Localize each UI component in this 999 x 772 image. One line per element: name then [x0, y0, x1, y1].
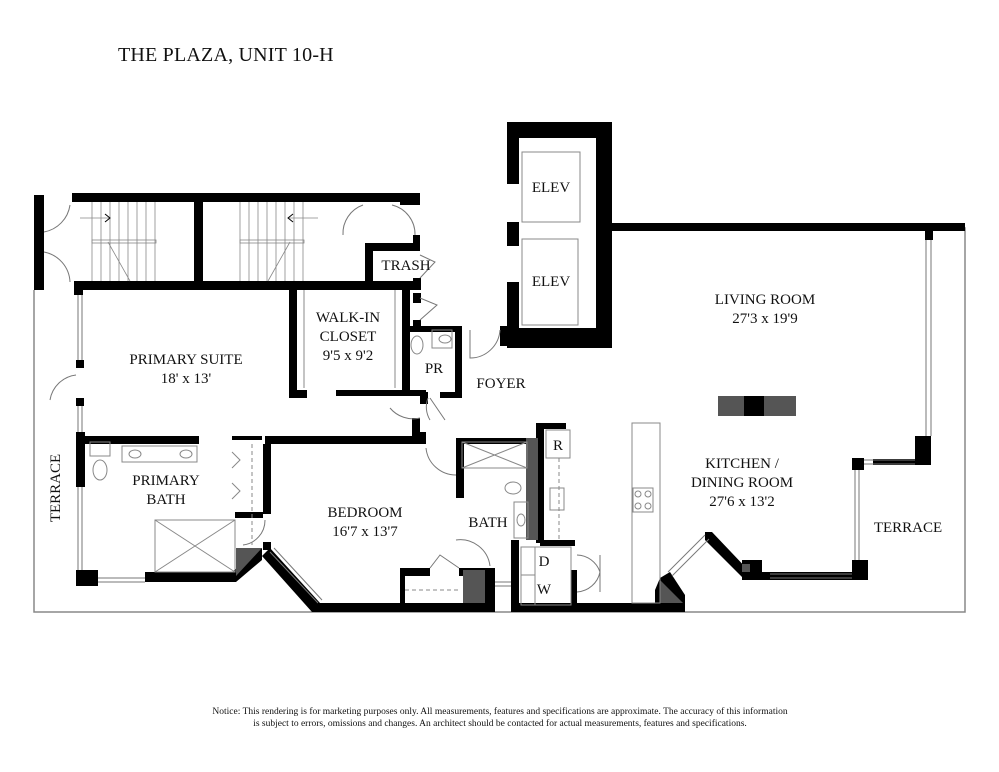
label-elevator-1: ELEV [532, 180, 570, 196]
label-primary-bath-2: BATH [146, 492, 185, 508]
doors [43, 204, 601, 593]
label-walk-in-closet-1: WALK-IN [316, 310, 380, 326]
label-washer: W [537, 582, 552, 598]
label-elevator-2: ELEV [532, 274, 570, 290]
label-refrigerator: R [553, 438, 563, 454]
label-foyer: FOYER [476, 376, 525, 392]
label-terrace-west: TERRACE [48, 454, 64, 522]
label-powder-room: PR [425, 361, 443, 377]
plan-title: THE PLAZA, UNIT 10-H [118, 44, 334, 66]
label-walk-in-closet-2: CLOSET [320, 329, 377, 345]
notice-line-2: is subject to errors, omissions and chan… [253, 719, 747, 729]
stair-arrows [104, 213, 294, 223]
label-bath: BATH [468, 515, 507, 531]
label-living-room: LIVING ROOM [715, 292, 815, 308]
label-dryer: D [539, 554, 550, 570]
label-kitchen-1: KITCHEN / [705, 456, 780, 472]
label-living-room-dims: 27'3 x 19'9 [732, 311, 797, 327]
disclaimer-notice: Notice: This rendering is for marketing … [150, 706, 850, 730]
label-primary-bath-1: PRIMARY [132, 473, 200, 489]
label-bedroom: BEDROOM [327, 505, 402, 521]
label-primary-suite-dims: 18' x 13' [161, 371, 212, 387]
fixtures [89, 151, 661, 606]
columns [236, 438, 750, 603]
windows [77, 240, 932, 604]
label-trash: TRASH [381, 258, 430, 274]
exterior-walls [34, 122, 965, 612]
label-walk-in-closet-dims: 9'5 x 9'2 [323, 348, 373, 364]
label-bedroom-dims: 16'7 x 13'7 [332, 524, 398, 540]
label-kitchen-dims: 27'6 x 13'2 [709, 494, 774, 510]
label-terrace-east: TERRACE [874, 520, 942, 536]
label-kitchen-2: DINING ROOM [691, 475, 793, 491]
stairs [80, 202, 318, 282]
notice-line-1: Notice: This rendering is for marketing … [212, 707, 788, 717]
label-primary-suite: PRIMARY SUITE [129, 352, 242, 368]
room-labels: ELEV ELEV TRASH WALK-IN CLOSET 9'5 x 9'2… [48, 180, 942, 598]
living-room-column [718, 396, 796, 416]
